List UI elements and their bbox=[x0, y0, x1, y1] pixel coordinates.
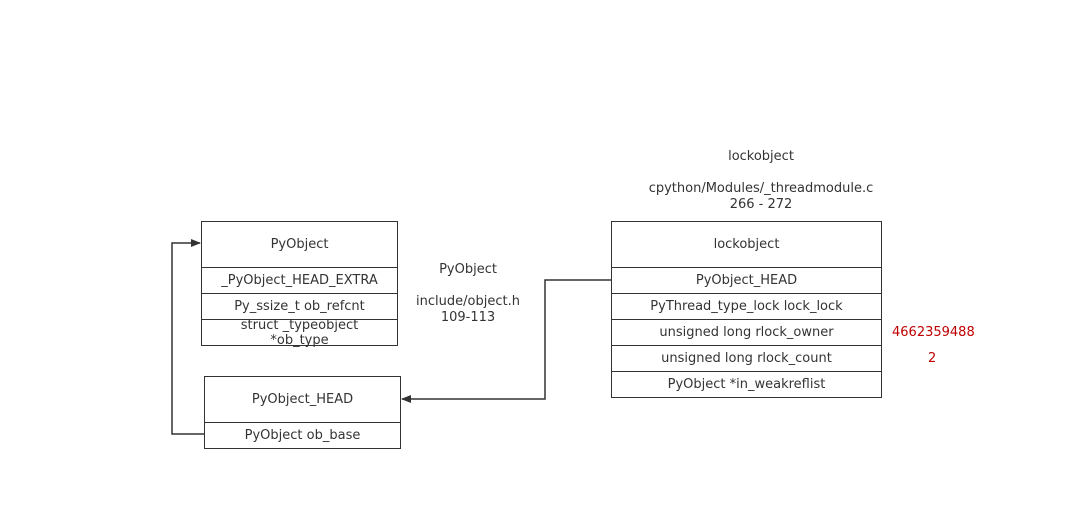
lockobject-field-pyobject-head: PyObject_HEAD bbox=[612, 267, 881, 293]
pyobject-struct-box: PyObject _PyObject_HEAD_EXTRA Py_ssize_t… bbox=[201, 221, 398, 348]
lockobject-source-file: cpython/Modules/_threadmodule.c bbox=[648, 181, 874, 196]
pyobject-head-header: PyObject_HEAD bbox=[251, 392, 354, 407]
lockobject-field-rlock-owner: unsigned long rlock_owner bbox=[612, 319, 881, 345]
pyobject-field-ob-refcnt: Py_ssize_t ob_refcnt bbox=[202, 293, 397, 319]
rlock-owner-value: 4662359488 bbox=[892, 325, 975, 340]
lockobject-source-name: lockobject bbox=[728, 149, 794, 164]
pyobject-head-box: PyObject_HEAD PyObject ob_base bbox=[204, 376, 401, 449]
lockobject-struct-header: lockobject bbox=[713, 237, 780, 252]
lockobject-struct-box: lockobject PyObject_HEAD PyThread_type_l… bbox=[611, 221, 882, 398]
pyobject-struct-header: PyObject bbox=[270, 237, 329, 252]
pyobject-source-file: include/object.h bbox=[416, 294, 520, 309]
arrow-ob-base-to-pyobject bbox=[171, 239, 205, 435]
pyobject-field-head-extra: _PyObject_HEAD_EXTRA bbox=[202, 267, 397, 293]
pyobject-source-name: PyObject bbox=[439, 262, 497, 277]
lockobject-field-in-weakreflist: PyObject *in_weakreflist bbox=[612, 371, 881, 397]
lockobject-source-label: lockobject cpython/Modules/_threadmodule… bbox=[630, 149, 892, 213]
arrow-lockobject-head-to-pyobject-head bbox=[401, 279, 611, 403]
pyobject-field-ob-type: struct _typeobject *ob_type bbox=[202, 318, 397, 348]
pyobject-source-lines: 109-113 bbox=[440, 310, 496, 325]
lockobject-source-lines: 266 - 272 bbox=[729, 197, 793, 212]
lockobject-field-rlock-count: unsigned long rlock_count bbox=[612, 345, 881, 371]
lockobject-field-lock-lock: PyThread_type_lock lock_lock bbox=[612, 293, 881, 319]
pyobject-source-label: PyObject include/object.h 109-113 bbox=[398, 262, 538, 326]
rlock-count-value: 2 bbox=[928, 351, 937, 366]
pyobject-head-field-ob-base: PyObject ob_base bbox=[205, 422, 400, 448]
